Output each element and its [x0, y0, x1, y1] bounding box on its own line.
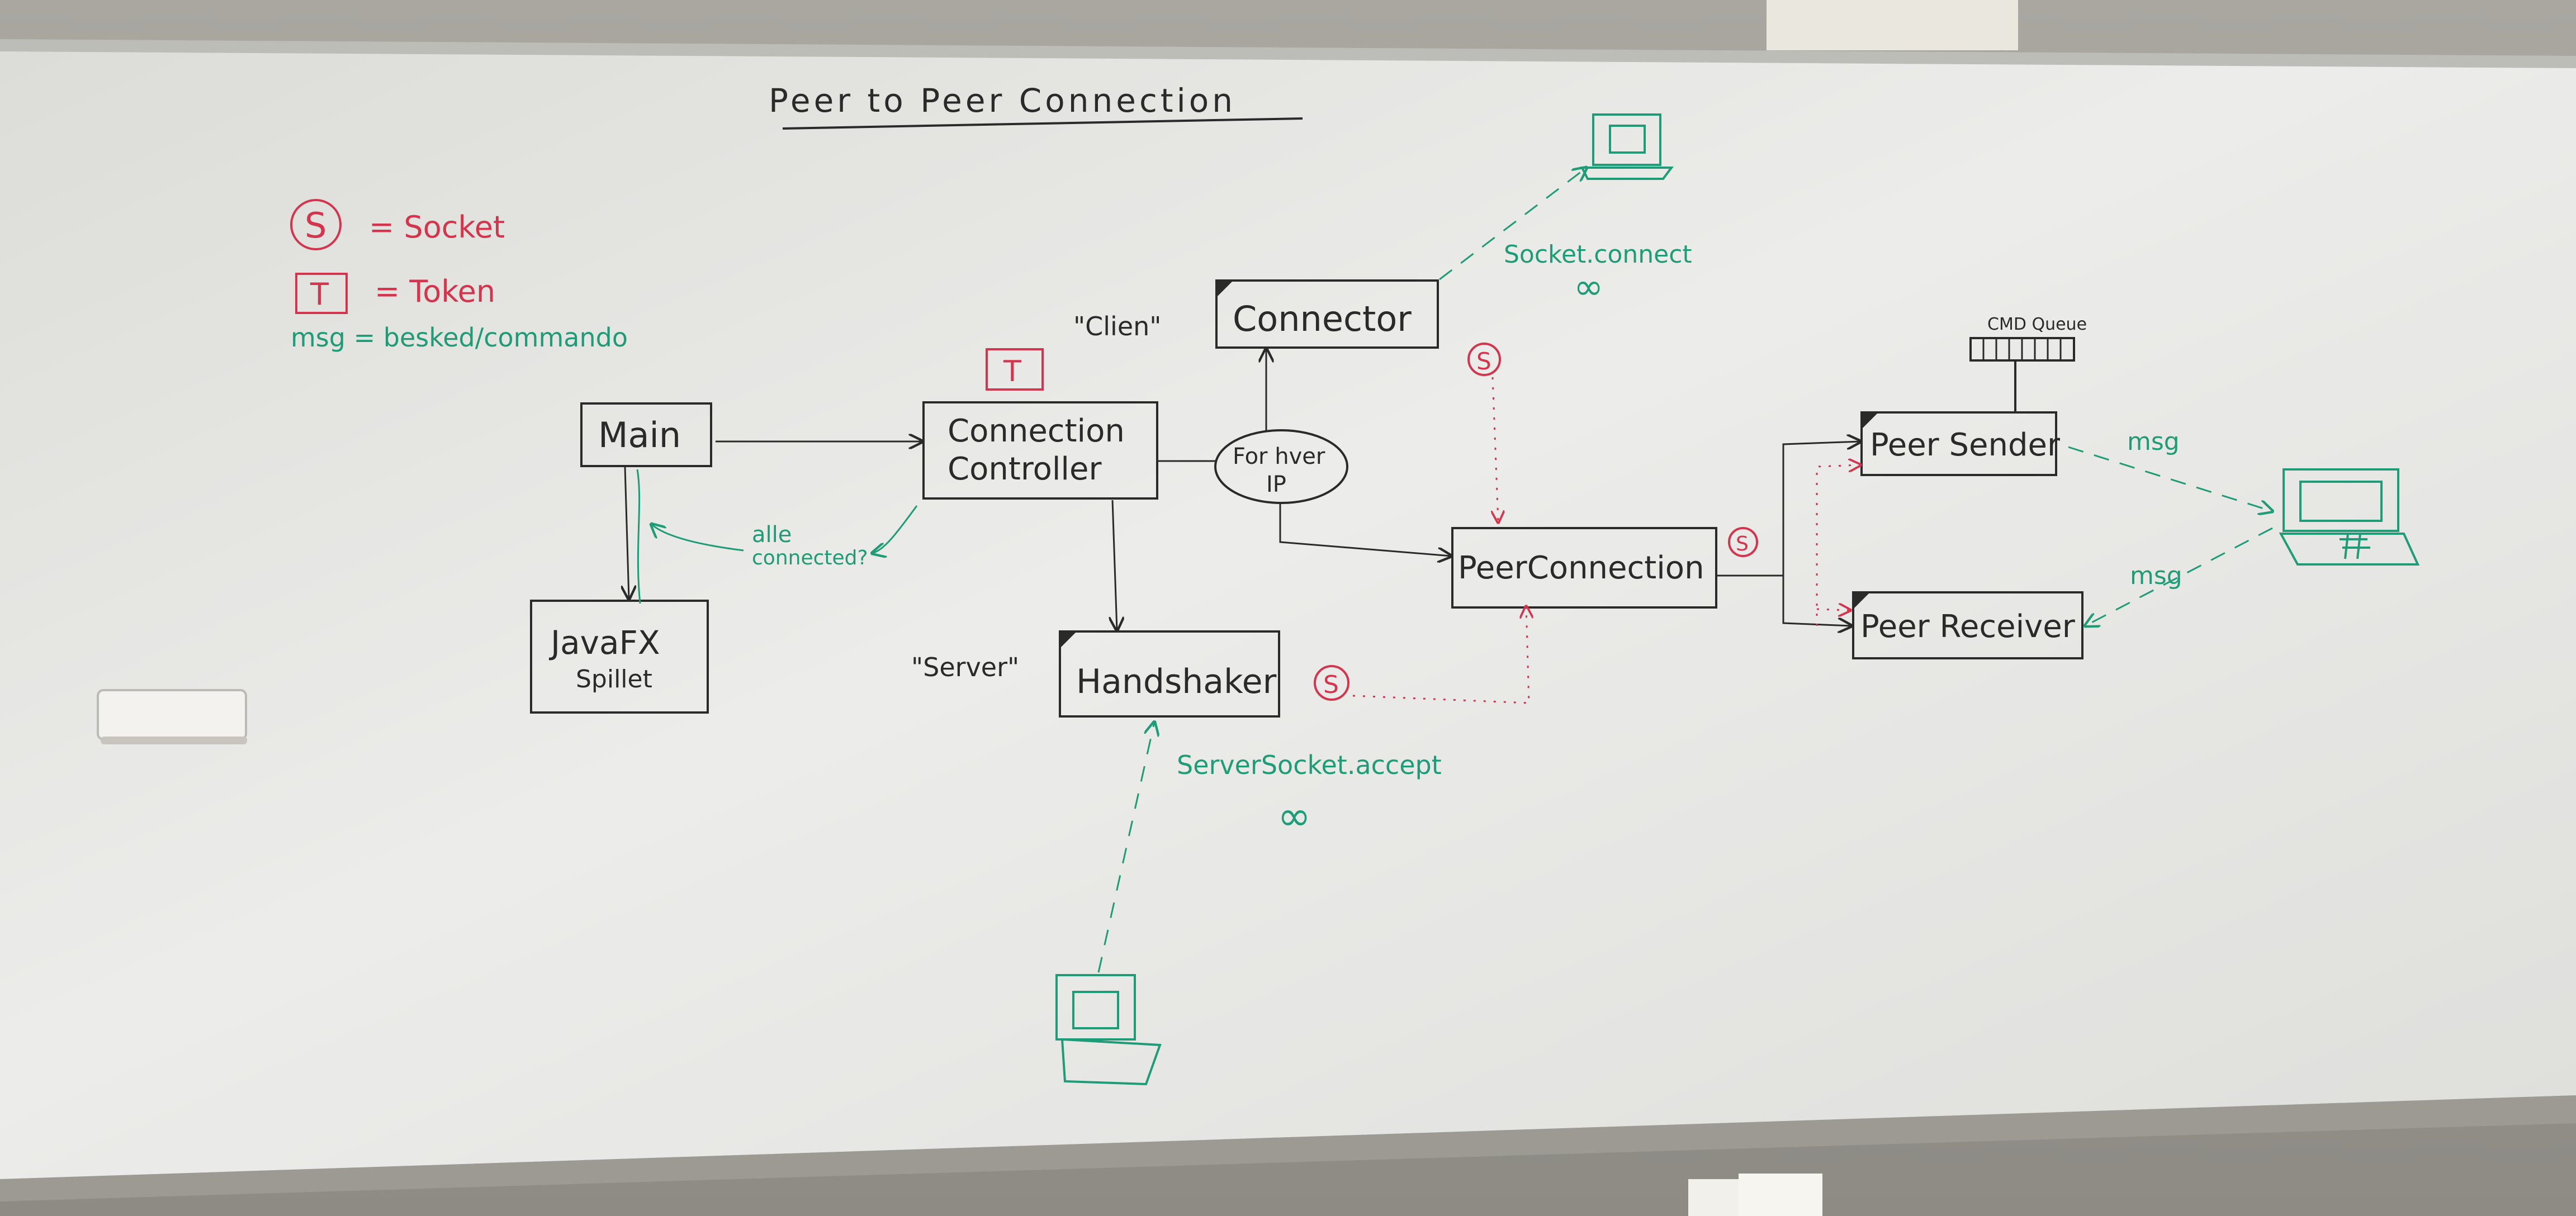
arrow-connector-to-remote: [1439, 168, 1587, 281]
socket-marker-handshaker: [1314, 665, 1349, 701]
tray-paper-1: [1688, 1179, 1739, 1216]
arrow-remote-to-receiver: [2085, 527, 2273, 626]
arrow-to-peer-receiver: [1782, 576, 1852, 626]
arrow-main-to-javafx: [625, 467, 629, 599]
connection-controller-node[interactable]: [922, 401, 1158, 500]
peer-connection-label: PeerConnection: [1458, 550, 1704, 586]
alle-connected-2: connected?: [752, 547, 868, 569]
alle-connected-1: alle: [752, 522, 792, 548]
cmd-queue-slots: [1982, 338, 2062, 360]
marker-tray: [0, 1095, 2576, 1201]
socket-connect-label: Socket.connect: [1504, 240, 1692, 269]
dotted-connector-socket-to-pc: [1493, 377, 1498, 522]
eraser-shadow: [101, 737, 247, 744]
arrow-forhver-to-peerconnection: [1279, 503, 1451, 556]
socket-marker-peer-label: S: [1736, 533, 1749, 555]
diagram-title: Peer to Peer Connection: [769, 82, 1236, 120]
legend-socket-circle: [290, 199, 342, 250]
main-node-label: Main: [598, 415, 681, 455]
connector-node[interactable]: [1215, 279, 1439, 349]
legend-token-text: = Token: [375, 274, 495, 309]
arrow-to-peer-sender: [1782, 441, 1860, 576]
for-hver-label-2: IP: [1266, 472, 1286, 497]
arrow-controller-to-handshaker: [1112, 500, 1117, 630]
handshaker-label: Handshaker: [1076, 662, 1277, 701]
socket-marker-connector: [1467, 343, 1501, 376]
legend-token-box: [295, 273, 348, 314]
socket-marker-connector-label: S: [1476, 348, 1491, 375]
title-underline: [782, 117, 1303, 130]
msg-in-label: msg: [2130, 562, 2182, 590]
token-marker: T: [1003, 355, 1021, 388]
javafx-node-label-1: JavaFX: [549, 624, 660, 662]
peer-connection-node[interactable]: [1451, 527, 1717, 609]
arrow-sender-to-remote: [2068, 446, 2272, 511]
peer-sender-thread-flag: [1862, 412, 1878, 429]
for-hver-ip-node[interactable]: [1214, 429, 1348, 504]
peer-receiver-label: Peer Receiver: [1860, 609, 2076, 645]
arrow-remote-to-handshaker: [1097, 722, 1154, 973]
server-label: "Server": [911, 652, 1019, 682]
controller-label-2: Controller: [948, 451, 1102, 487]
legend-socket-text: = Socket: [369, 210, 505, 245]
remote-computer-bottom-icon: [1055, 974, 1162, 1086]
arrow-to-main-green: [651, 524, 744, 552]
tray-paper-2: [1739, 1174, 1822, 1216]
peer-receiver-thread-flag: [1853, 592, 1870, 609]
controller-label-1: Connection: [948, 413, 1125, 449]
legend-socket-symbol: S: [305, 205, 326, 246]
wall-panel: [1767, 0, 2018, 50]
connector-label: Connector: [1233, 298, 1412, 339]
handshaker-node[interactable]: [1059, 630, 1280, 718]
connector-thread-flag: [1216, 281, 1233, 297]
javafx-node[interactable]: [530, 600, 709, 714]
socket-connect-infinity: ∞: [1574, 267, 1603, 308]
socket-marker-handshaker-label: S: [1323, 671, 1339, 699]
msg-out-label: msg: [2127, 428, 2180, 456]
handshaker-thread-flag: [1060, 631, 1077, 648]
for-hver-label-1: For hver: [1233, 444, 1325, 469]
server-accept-infinity: ∞: [1277, 792, 1311, 839]
green-bracket-main: [636, 469, 641, 604]
eraser[interactable]: [97, 689, 247, 740]
legend-msg-text: msg = besked/commando: [291, 322, 628, 353]
socket-marker-peer: [1728, 527, 1758, 557]
arrow-alle-connected: [872, 505, 918, 553]
client-label: "Clien": [1073, 311, 1161, 341]
token-marker-box: [986, 348, 1044, 391]
peer-sender-label: Peer Sender: [1870, 427, 2061, 463]
javafx-node-label-2: Spillet: [576, 665, 652, 694]
whiteboard: [0, 51, 2576, 1179]
server-accept-label: ServerSocket.accept: [1177, 750, 1442, 780]
remote-computer-right-icon: [2279, 468, 2420, 566]
cmd-queue-label: CMD Queue: [1987, 315, 2087, 334]
main-node[interactable]: [580, 402, 712, 467]
legend-token-symbol: T: [310, 277, 329, 312]
